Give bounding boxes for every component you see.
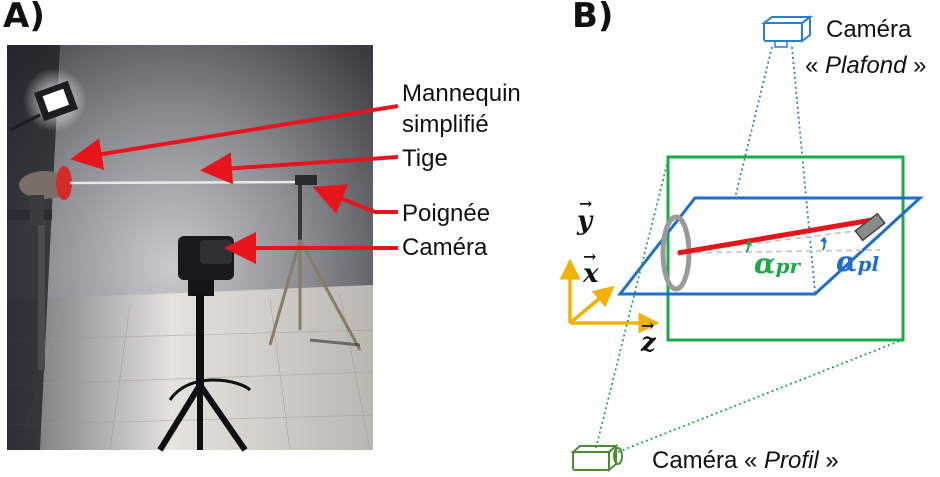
profil-suffix: » bbox=[818, 447, 839, 474]
alpha-pr-tick bbox=[745, 240, 752, 246]
handle-block bbox=[854, 212, 886, 242]
plafond-quote-close: » bbox=[906, 52, 927, 79]
axis-triad bbox=[559, 258, 660, 334]
profil-prefix: Caméra « bbox=[652, 447, 765, 474]
horizontal-plane bbox=[616, 196, 924, 296]
panel-b-label: B) bbox=[572, 0, 614, 36]
label-tige: Tige bbox=[402, 145, 448, 172]
label-camera-plafond-line2: « Plafond » bbox=[805, 52, 926, 80]
label-mannequin-line2: simplifié bbox=[402, 111, 489, 138]
arrow-tige bbox=[200, 152, 399, 185]
camera-plafond-icon bbox=[761, 15, 813, 48]
alpha-pl-tick bbox=[820, 237, 827, 243]
axis-x-label: →x bbox=[583, 247, 599, 289]
label-mannequin-line1: Mannequin bbox=[402, 80, 521, 107]
profile-plane bbox=[666, 155, 905, 342]
axis-y-label: →y bbox=[577, 194, 593, 236]
rod-line bbox=[677, 216, 879, 256]
label-poignee: Poignée bbox=[402, 200, 491, 227]
alpha-pl-label: αpl bbox=[836, 245, 880, 278]
label-camera: Caméra bbox=[402, 234, 488, 261]
plafond-quote-open: « bbox=[805, 52, 826, 79]
arrow-poignee bbox=[312, 184, 398, 214]
camera-profil-icon bbox=[570, 443, 623, 473]
label-camera-profil: Caméra « Profil » bbox=[652, 447, 839, 475]
arrow-mannequin bbox=[70, 104, 399, 170]
alpha-pr-label: αpr bbox=[754, 247, 801, 280]
axis-z-label: →z bbox=[641, 316, 656, 358]
panel-a-label: A) bbox=[3, 0, 45, 36]
plafond-word: Plafond bbox=[825, 52, 907, 79]
label-camera-plafond-line1: Caméra bbox=[826, 16, 912, 43]
profil-word: Profil bbox=[764, 447, 819, 474]
photo-annotation-arrows bbox=[70, 104, 399, 264]
camera-profil-view bbox=[595, 159, 903, 453]
